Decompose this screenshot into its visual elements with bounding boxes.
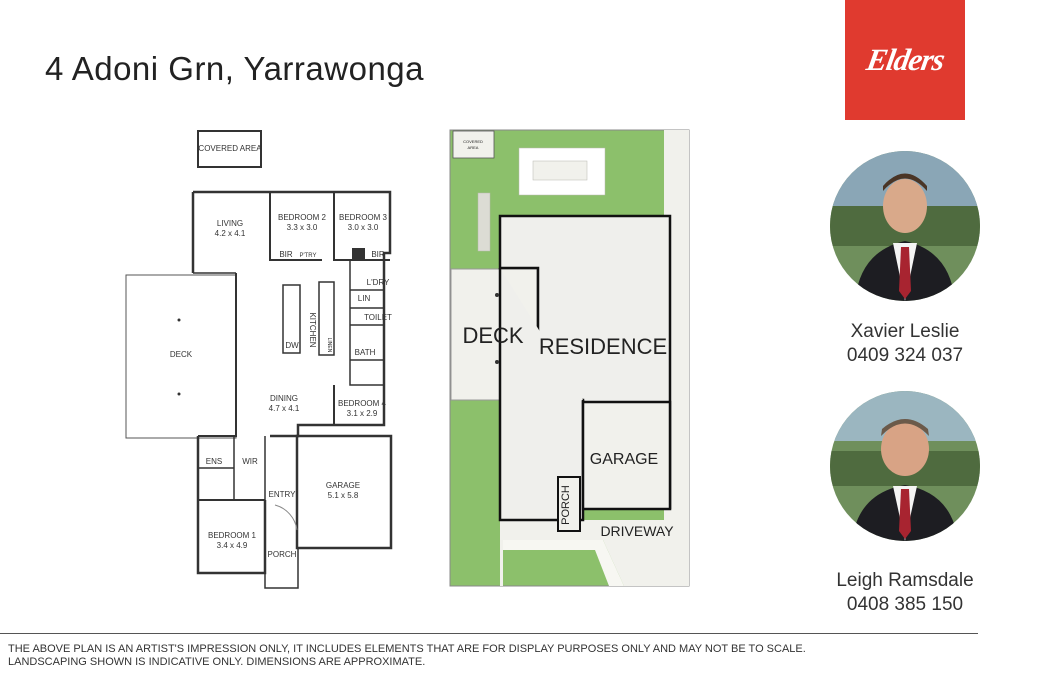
agent-name-1: Xavier Leslie [850, 321, 960, 342]
fp-bedroom1: BEDROOM 1 [208, 531, 257, 540]
fp-linen: LINEN [326, 338, 332, 353]
floor-plan: COVERED AREA LIVING 4.2 x 4.1 BEDROOM 2 … [125, 130, 393, 589]
fp-covered-area: COVERED AREA [198, 144, 262, 153]
sp-residence: RESIDENCE [539, 334, 667, 359]
agent-name-2: Leigh Ramsdale [836, 570, 974, 591]
site-plan: COVERED AREA DECK RESIDENCE GARAGE DRIVE… [449, 129, 690, 587]
fp-entry: ENTRY [269, 490, 297, 499]
disclaimer: THE ABOVE PLAN IS AN ARTIST'S IMPRESSION… [8, 643, 806, 669]
fp-linen-cupboard: LIN [358, 294, 371, 303]
sp-driveway: DRIVEWAY [600, 523, 674, 539]
fp-bedroom2-dim: 3.3 x 3.0 [287, 223, 318, 232]
fp-bir-3: BIR [371, 250, 385, 259]
fp-kitchen: KITCHEN [308, 312, 317, 347]
sp-garage: GARAGE [590, 451, 658, 468]
fp-garage-dim: 5.1 x 5.8 [328, 491, 359, 500]
logo-text: Elders [863, 42, 947, 77]
fp-bath: BATH [355, 348, 376, 357]
fp-ensuite: ENS [206, 457, 222, 466]
fp-living-dim: 4.2 x 4.1 [215, 229, 246, 238]
fp-living: LIVING [217, 219, 243, 228]
fp-bedroom1-dim: 3.4 x 4.9 [217, 541, 248, 550]
fp-garage: GARAGE [326, 481, 360, 490]
fp-bedroom3-dim: 3.0 x 3.0 [348, 223, 379, 232]
disclaimer-line-1: THE ABOVE PLAN IS AN ARTIST'S IMPRESSION… [8, 643, 806, 655]
agent-phone-2[interactable]: 0408 385 150 [846, 594, 964, 615]
fp-toilet: TOILET [364, 313, 392, 322]
fp-bir-2: BIR [279, 250, 293, 259]
fp-dining: DINING [270, 394, 298, 403]
fp-dining-dim: 4.7 x 4.1 [269, 404, 300, 413]
agent-photo-xavier [830, 151, 980, 301]
sp-deck: DECK [462, 323, 523, 348]
fp-porch: PORCH [268, 550, 297, 559]
fp-dishwasher: DW [285, 341, 299, 350]
elders-logo: Elders [845, 0, 965, 120]
footer-divider [0, 633, 978, 634]
fp-laundry: L'DRY [367, 278, 390, 287]
fp-bedroom3: BEDROOM 3 [339, 213, 388, 222]
fp-deck: DECK [170, 350, 193, 359]
fp-bedroom4: BEDROOM 4 [338, 399, 387, 408]
fp-bedroom4-dim: 3.1 x 2.9 [347, 409, 378, 418]
fp-wir: WIR [242, 457, 258, 466]
property-address: 4 Adoni Grn, Yarrawonga [45, 50, 425, 87]
agent-phone-1[interactable]: 0409 324 037 [846, 345, 964, 366]
sp-porch: PORCH [560, 485, 572, 525]
sp-covered-line2: AREA [468, 145, 479, 150]
disclaimer-line-2: LANDSCAPING SHOWN IS INDICATIVE ONLY. DI… [8, 656, 426, 668]
fp-bedroom2: BEDROOM 2 [278, 213, 327, 222]
sp-covered-line1: COVERED [463, 139, 483, 144]
agent-photo-leigh [830, 391, 980, 541]
fp-pantry: P'TRY [299, 253, 316, 259]
